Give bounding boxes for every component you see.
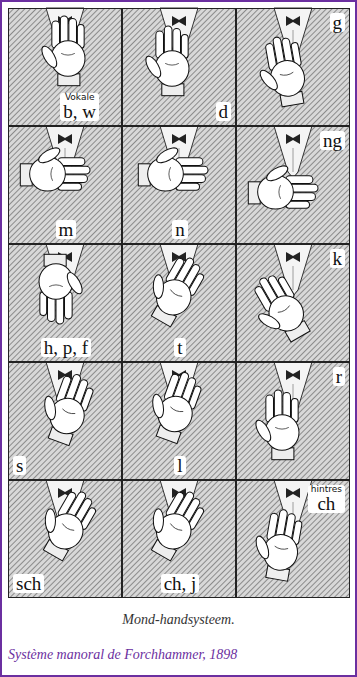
sound-letter: l — [177, 456, 182, 475]
label-patch: hintresch — [308, 485, 345, 513]
sign-cell: t — [122, 244, 236, 362]
sound-letter: r — [336, 367, 342, 386]
label-patch: s — [13, 456, 26, 475]
label-patch: m — [56, 220, 77, 239]
cell-picture — [8, 8, 122, 126]
sign-cell: d — [122, 8, 236, 126]
label-patch: n — [172, 220, 188, 239]
sound-letter: d — [219, 102, 229, 121]
label-patch: g — [330, 13, 346, 32]
cell-picture — [122, 126, 236, 244]
sign-note: Vokale — [63, 93, 96, 102]
sign-cell: r — [236, 362, 350, 480]
sign-cell: n — [122, 126, 236, 244]
cell-picture — [8, 244, 122, 362]
label-patch: d — [216, 102, 232, 121]
cell-picture — [122, 244, 236, 362]
sign-cell: m — [8, 126, 122, 244]
cell-picture — [236, 244, 350, 362]
label-patch: sch — [13, 574, 44, 593]
sound-letter: s — [16, 456, 23, 475]
cell-picture — [236, 126, 350, 244]
sound-letter: ch — [311, 494, 342, 513]
sign-cell: Vokaleb, w — [8, 8, 122, 126]
sound-letter: g — [333, 13, 343, 32]
sign-cell: g — [236, 8, 350, 126]
source-note: Système manoral de Forchhammer, 1898 — [8, 647, 237, 663]
sign-note: hintres — [311, 485, 342, 494]
cell-picture — [122, 8, 236, 126]
sound-letter: m — [59, 220, 74, 239]
sign-cell: l — [122, 362, 236, 480]
cell-picture — [236, 8, 350, 126]
cell-picture — [8, 480, 122, 598]
sign-cell: sch — [8, 480, 122, 598]
label-patch: t — [174, 338, 185, 357]
cell-picture — [236, 480, 350, 598]
label-patch: l — [174, 456, 185, 475]
cell-picture — [8, 126, 122, 244]
label-patch: Vokaleb, w — [60, 93, 99, 121]
label-patch: h, p, f — [41, 338, 91, 357]
label-patch: r — [333, 367, 345, 386]
label-patch: ng — [320, 131, 345, 150]
sign-cell: k — [236, 244, 350, 362]
sign-cell: ng — [236, 126, 350, 244]
caption-text: Mond-handsysteem. — [122, 612, 234, 627]
label-patch: ch, j — [161, 574, 200, 593]
sign-cell: s — [8, 362, 122, 480]
sound-letter: h, p, f — [44, 338, 88, 357]
sign-cell: ch, j — [122, 480, 236, 598]
sound-letter: ch, j — [164, 574, 197, 593]
sound-letter: t — [177, 338, 182, 357]
sound-letter: b, w — [63, 102, 96, 121]
sound-letter: k — [333, 249, 343, 268]
cell-picture — [122, 480, 236, 598]
sound-letter: n — [175, 220, 185, 239]
cell-picture — [122, 362, 236, 480]
cell-picture — [8, 362, 122, 480]
cell-picture — [236, 362, 350, 480]
note-list: Système manoral de Forchhammer, 1898 — [8, 647, 237, 663]
caption: Mond-handsysteem. — [0, 612, 357, 628]
sign-cell: h, p, f — [8, 244, 122, 362]
sound-letter: sch — [16, 574, 41, 593]
label-patch: k — [330, 249, 346, 268]
sign-cell: hintresch — [236, 480, 350, 598]
sound-letter: ng — [323, 131, 342, 150]
